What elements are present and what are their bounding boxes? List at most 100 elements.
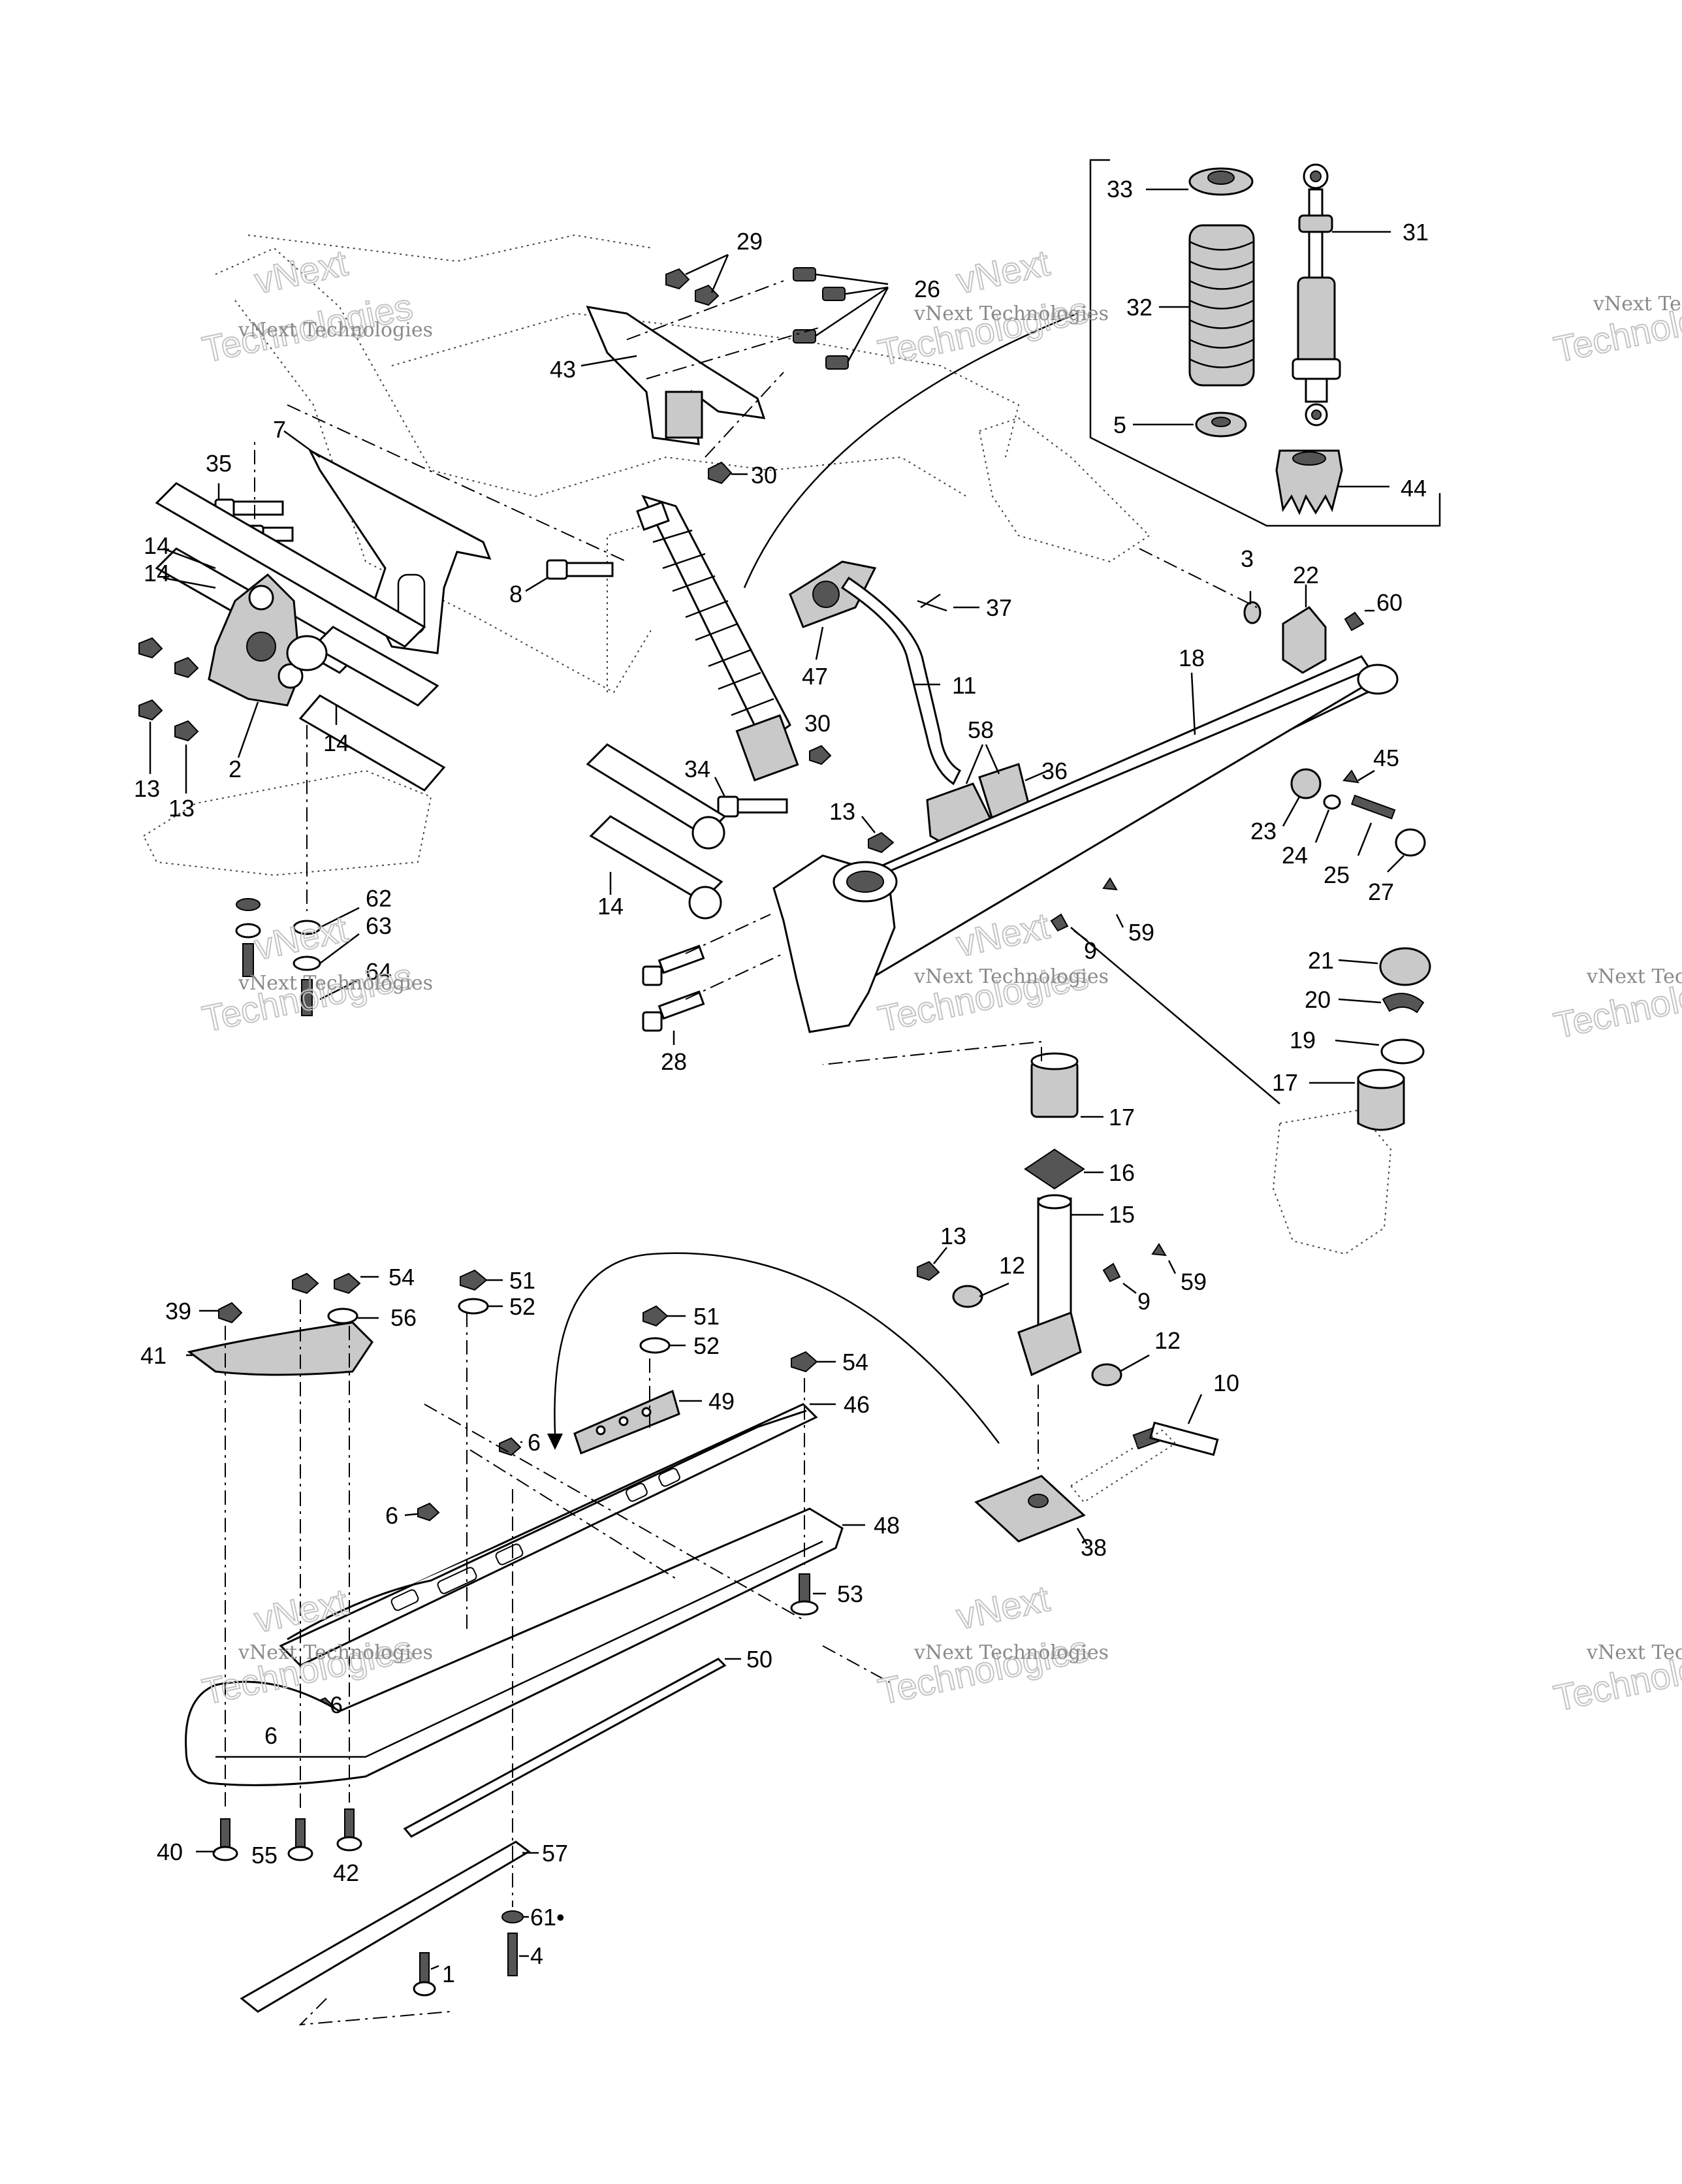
svg-text:vNext: vNext — [251, 242, 351, 301]
svg-text:vNext Tec: vNext Tec — [1586, 1641, 1682, 1664]
parts-13-12-9-59-10-spindle-hardware — [917, 1243, 1219, 1456]
fasteners-26-bolts — [793, 267, 889, 370]
label-21: 21 — [1308, 947, 1334, 974]
part-30-nut-lower — [809, 745, 832, 765]
label-54b: 54 — [842, 1349, 868, 1375]
svg-text:Technologies: Technologies — [874, 289, 1092, 374]
label-14b: 14 — [144, 560, 170, 586]
svg-text:vNext Tec: vNext Tec — [1593, 293, 1682, 315]
label-36: 36 — [1041, 758, 1068, 784]
part-30-nut-upper — [708, 461, 748, 485]
part-17-bushing — [1030, 1052, 1103, 1118]
svg-text:Technologies: Technologies — [874, 1628, 1092, 1712]
label-38: 38 — [1081, 1534, 1107, 1561]
svg-text:vNext Tec: vNext Tec — [1586, 965, 1682, 988]
label-1: 1 — [442, 1961, 455, 1987]
label-47: 47 — [802, 663, 828, 690]
watermark-center-top: vNext Technologies vNext Technologies — [874, 241, 1109, 374]
label-51a: 51 — [509, 1267, 535, 1294]
part-15-spindle — [1017, 1194, 1103, 1377]
part-8-bolt — [525, 559, 614, 592]
label-14d: 14 — [597, 893, 624, 920]
label-46: 46 — [844, 1391, 870, 1418]
part-38-ski-block — [974, 1475, 1088, 1545]
label-14a: 14 — [144, 532, 170, 559]
label-50: 50 — [746, 1646, 772, 1673]
label-24: 24 — [1282, 842, 1308, 869]
part-59-9-grease-fitting-upper — [1050, 877, 1124, 941]
label-13a: 13 — [134, 775, 160, 802]
label-56: 56 — [390, 1304, 417, 1331]
label-62: 62 — [366, 885, 392, 912]
parts-61-4-1-hardware — [413, 1910, 529, 1997]
label-59b: 59 — [1181, 1268, 1207, 1295]
label-22: 22 — [1293, 562, 1319, 588]
parts-51-52-hardware — [458, 1269, 686, 1354]
part-11-sway-bar — [840, 576, 961, 786]
label-59a: 59 — [1128, 919, 1154, 946]
label-12a: 12 — [999, 1252, 1025, 1279]
parts-21-20-19-17-right — [1309, 947, 1431, 1131]
watermark-left-mid: vNext Technologies vNext Technologies — [198, 907, 433, 1040]
label-35: 35 — [206, 450, 232, 477]
label-13b: 13 — [168, 795, 195, 822]
label-49: 49 — [708, 1388, 735, 1415]
watermark-right-bottom: vNext Tec Technolo — [1549, 1641, 1682, 1720]
svg-text:vNext Technologies: vNext Technologies — [238, 972, 433, 995]
part-50-wear-bar — [403, 1658, 741, 1838]
label-57: 57 — [542, 1840, 568, 1867]
parts-3-22-60-hardware — [1243, 585, 1374, 674]
part-57-runner — [240, 1840, 539, 2013]
shock-assembly-bracket — [1089, 159, 1441, 527]
label-37: 37 — [986, 594, 1012, 621]
part-13-nuts-left — [138, 637, 199, 794]
label-7: 7 — [273, 416, 286, 443]
label-51b: 51 — [693, 1303, 720, 1330]
watermark-center-bottom: vNext Technologies vNext Technologies — [874, 1577, 1109, 1712]
part-37-pin — [917, 593, 979, 612]
label-54a: 54 — [389, 1264, 415, 1291]
label-52a: 52 — [509, 1293, 535, 1320]
label-5: 5 — [1113, 411, 1126, 438]
label-12b: 12 — [1154, 1327, 1181, 1354]
part-32-coil-spring — [1159, 224, 1255, 387]
svg-text:vNext: vNext — [251, 908, 351, 967]
svg-text:vNext Technologies: vNext Technologies — [238, 1641, 433, 1664]
part-16-seal — [1024, 1148, 1103, 1190]
label-13c: 13 — [829, 798, 855, 825]
parts-40-55-42-bolts — [196, 1808, 362, 1861]
label-34: 34 — [684, 756, 710, 782]
part-14-tubes-mid — [586, 743, 727, 920]
label-9a: 9 — [1084, 937, 1097, 964]
watermark-left-top: vNext Technologies vNext Technologies — [198, 241, 433, 370]
label-20: 20 — [1305, 986, 1331, 1013]
front-shock-bellows — [636, 494, 799, 782]
label-16: 16 — [1109, 1159, 1135, 1186]
part-2-pivot-bracket — [208, 573, 328, 758]
label-13d: 13 — [940, 1223, 966, 1249]
label-58: 58 — [968, 716, 994, 743]
label-25: 25 — [1324, 861, 1350, 888]
part-13-nut-mid — [861, 816, 895, 854]
dotted-wear-bar-ghost — [1070, 1429, 1177, 1503]
part-41-ski-handle — [186, 1321, 373, 1376]
part-43-upper-bracket — [580, 306, 766, 445]
label-40: 40 — [157, 1839, 183, 1865]
label-11: 11 — [952, 672, 976, 699]
label-6d: 6 — [264, 1722, 278, 1749]
label-10: 10 — [1213, 1370, 1239, 1396]
part-47-plate — [789, 560, 877, 660]
part-18-trailing-arm — [772, 655, 1399, 1033]
label-9b: 9 — [1137, 1288, 1150, 1315]
label-18: 18 — [1179, 645, 1205, 671]
label-60: 60 — [1376, 589, 1403, 616]
part-53-bolt — [790, 1573, 826, 1616]
label-8: 8 — [509, 581, 522, 607]
label-63: 63 — [366, 912, 392, 939]
watermark-right-mid: vNext Tec Technolo — [1549, 965, 1682, 1047]
label-4: 4 — [530, 1942, 543, 1969]
label-14c: 14 — [323, 730, 349, 756]
label-41: 41 — [140, 1342, 167, 1369]
part-44-adjuster-cam — [1275, 449, 1389, 515]
